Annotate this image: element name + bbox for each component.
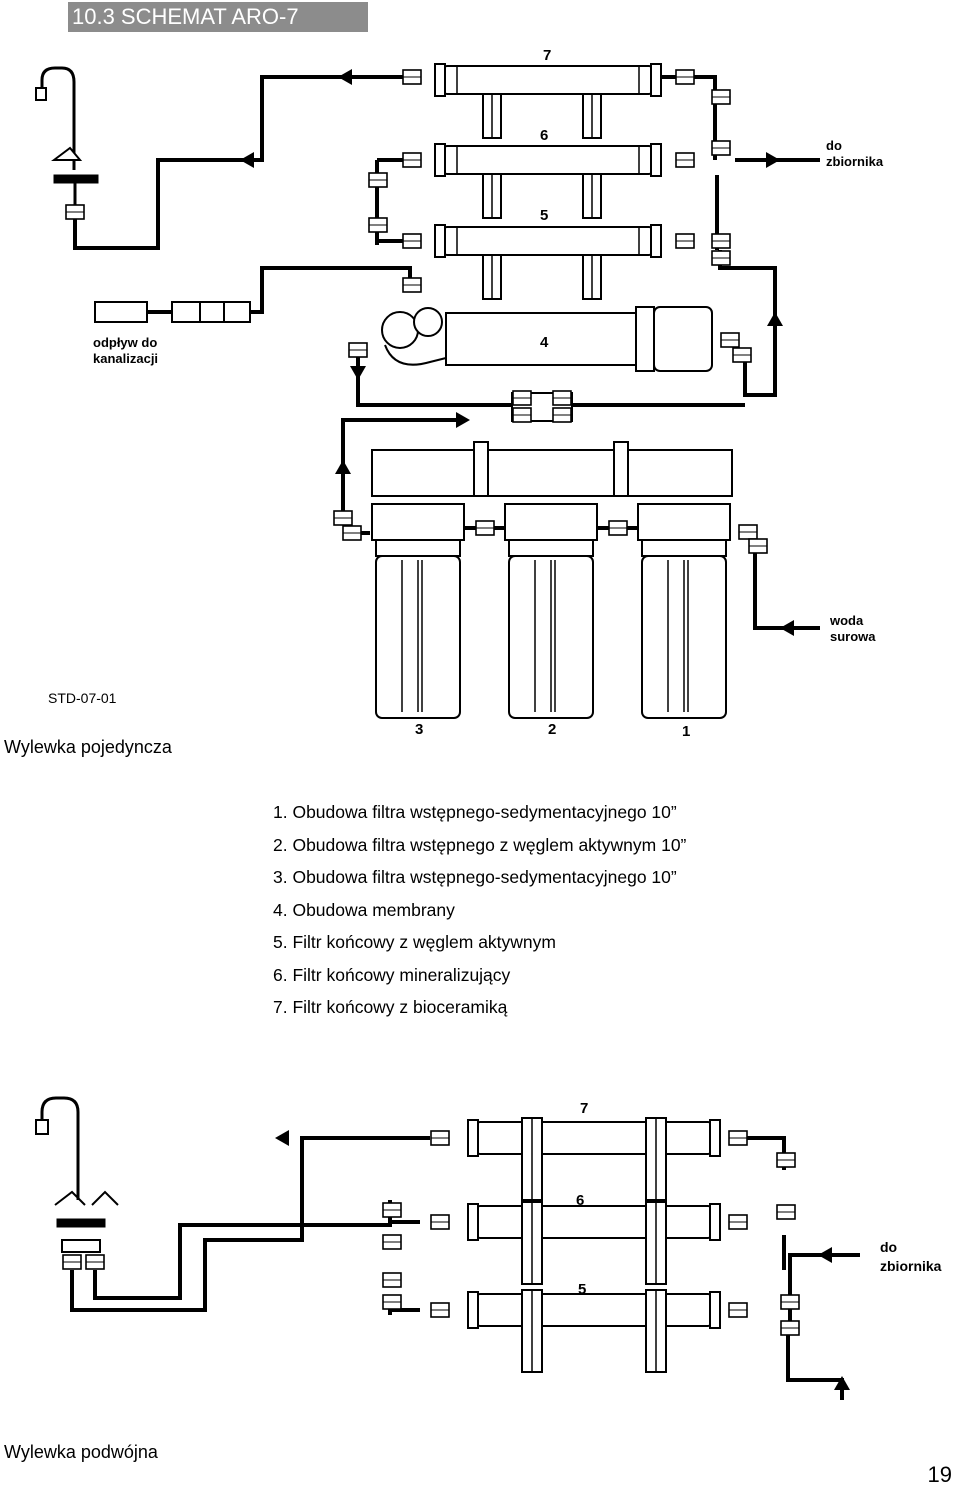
legend-item: 5. Filtr końcowy z węglem aktywnym <box>273 932 556 952</box>
svg-text:7: 7 <box>580 1100 588 1117</box>
membrane-housing-4 <box>348 277 752 372</box>
post-filter-7 <box>467 1117 721 1201</box>
svg-text:5: 5 <box>540 207 548 224</box>
flow-restrictor-icon <box>171 301 251 323</box>
prefilter-housing-3 <box>371 503 465 719</box>
caption-double-faucet: Wylewka podwójna <box>4 1442 158 1462</box>
faucet-single-icon <box>35 66 99 205</box>
svg-text:STD-07-01: STD-07-01 <box>48 690 117 706</box>
section-title: 10.3 SCHEMAT ARO-7 <box>68 2 368 32</box>
legend-item: 4. Obudowa membrany <box>273 899 455 920</box>
svg-text:4: 4 <box>540 334 549 351</box>
svg-text:zbiornika: zbiornika <box>826 154 884 169</box>
svg-text:1: 1 <box>682 723 690 740</box>
svg-text:2: 2 <box>548 721 556 738</box>
caption-single-faucet: Wylewka pojedyncza <box>4 737 172 757</box>
legend-item: 6. Filtr końcowy mineralizujący <box>273 964 511 985</box>
page-number: 19 <box>927 1462 952 1487</box>
svg-text:odpływ do: odpływ do <box>93 335 157 350</box>
flow-arrows <box>240 69 794 636</box>
prefilter-housing-2 <box>504 503 598 719</box>
faucet-double-icon <box>35 1096 119 1253</box>
drain-valve-icon <box>94 301 148 323</box>
svg-text:woda: woda <box>829 613 864 628</box>
svg-text:6: 6 <box>540 127 548 144</box>
svg-text:3: 3 <box>415 721 423 738</box>
check-valve-icon <box>511 390 573 423</box>
legend-item: 2. Obudowa filtra wstępnego z węglem akt… <box>273 834 687 855</box>
diagram-double-faucet: 7 6 5 do zbiornika <box>35 1096 942 1400</box>
diagram-single-faucet: 7 6 5 do zbiornika odpływ do kanalizacji… <box>35 47 884 740</box>
svg-text:do: do <box>880 1239 897 1255</box>
legend-item: 7. Filtr końcowy z bioceramiką <box>273 997 508 1017</box>
post-filter-5 <box>434 224 662 300</box>
post-filter-5 <box>467 1289 721 1373</box>
prefilter-housing-1 <box>637 503 731 719</box>
svg-text:kanalizacji: kanalizacji <box>93 351 158 366</box>
svg-text:7: 7 <box>543 47 551 64</box>
legend-item: 3. Obudowa filtra wstępnego-sedymentacyj… <box>273 867 677 887</box>
svg-text:5: 5 <box>578 1281 586 1298</box>
svg-text:zbiornika: zbiornika <box>880 1258 942 1274</box>
svg-text:do: do <box>826 138 842 153</box>
svg-text:6: 6 <box>576 1192 584 1209</box>
legend: 1. Obudowa filtra wstępnego-sedymentacyj… <box>273 796 686 1024</box>
legend-item: 1. Obudowa filtra wstępnego-sedymentacyj… <box>273 802 677 822</box>
post-filter-6 <box>467 1201 721 1285</box>
svg-text:surowa: surowa <box>830 629 876 644</box>
mounting-bracket <box>371 449 733 497</box>
